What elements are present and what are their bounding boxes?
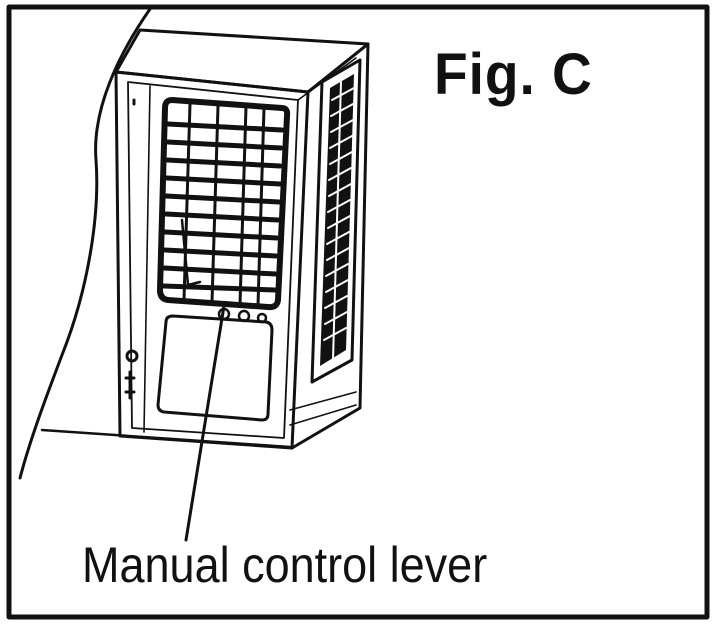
side-vent [310,58,362,384]
ac-unit-body [114,28,370,450]
side-latch-marks [124,98,139,400]
callout-label-manual-control-lever: Manual control lever [82,537,488,593]
control-panel-cover [156,314,274,422]
lever-leader-line [184,304,226,542]
front-grille [157,97,291,311]
window-sill-curve [18,7,152,480]
figure-title: Fig. C [434,42,593,107]
frame-border [6,4,710,620]
